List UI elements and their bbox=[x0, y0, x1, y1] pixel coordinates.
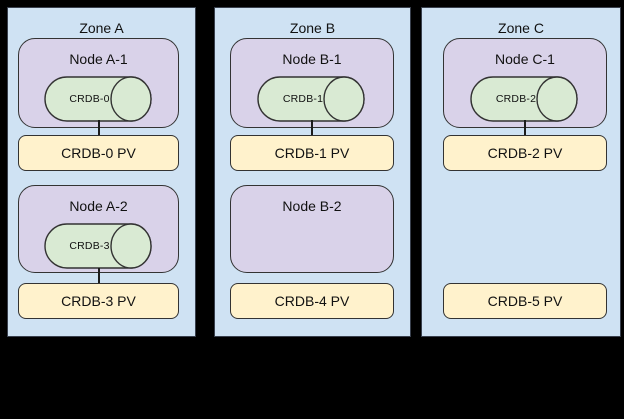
node-a1-label: Node A-1 bbox=[69, 51, 128, 67]
pod-crdb3-label: CRDB-3 bbox=[69, 240, 110, 252]
connector-line bbox=[311, 120, 313, 137]
zone-c-box: Zone C Node C-1 CRDB-2 CRDB-2 PV CRDB-5 … bbox=[421, 7, 621, 337]
database-cylinder-icon: CRDB-2 bbox=[470, 76, 580, 122]
pv-crdb4-label: CRDB-4 PV bbox=[274, 293, 350, 309]
pv-crdb1-label: CRDB-1 PV bbox=[274, 145, 350, 161]
pv-crdb1-box: CRDB-1 PV bbox=[230, 135, 394, 171]
node-c1-box: Node C-1 CRDB-2 bbox=[443, 38, 607, 128]
database-cylinder-icon: CRDB-0 bbox=[43, 76, 154, 122]
connector-line bbox=[524, 120, 526, 137]
pv-crdb3-label: CRDB-3 PV bbox=[61, 293, 136, 309]
pv-crdb0-label: CRDB-0 PV bbox=[61, 145, 136, 161]
pv-crdb2-box: CRDB-2 PV bbox=[443, 135, 607, 171]
node-b1-label: Node B-1 bbox=[282, 51, 342, 67]
zone-a-box: Zone A Node A-1 CRDB-0 CRDB-0 PV Node A-… bbox=[7, 7, 196, 337]
pv-crdb5-box: CRDB-5 PV bbox=[443, 283, 607, 319]
pod-crdb2-label: CRDB-2 bbox=[495, 93, 537, 105]
node-a2-label: Node A-2 bbox=[69, 198, 128, 214]
pod-crdb1-label: CRDB-1 bbox=[282, 93, 324, 105]
database-cylinder-icon: CRDB-3 bbox=[43, 223, 154, 269]
pv-crdb0-box: CRDB-0 PV bbox=[18, 135, 179, 171]
zone-a-title: Zone A bbox=[79, 20, 124, 36]
connector-line bbox=[98, 268, 100, 284]
zone-c-title: Zone C bbox=[498, 20, 544, 36]
node-b2-box: Node B-2 bbox=[230, 185, 394, 273]
pv-crdb3-box: CRDB-3 PV bbox=[18, 283, 179, 319]
node-a2-box: Node A-2 CRDB-3 bbox=[18, 185, 179, 273]
pv-crdb5-label: CRDB-5 PV bbox=[487, 293, 563, 309]
node-c1-label: Node C-1 bbox=[495, 51, 555, 67]
database-cylinder-icon: CRDB-1 bbox=[257, 76, 367, 122]
pv-crdb2-label: CRDB-2 PV bbox=[487, 145, 563, 161]
pod-crdb0-label: CRDB-0 bbox=[69, 93, 110, 105]
zone-b-box: Zone B Node B-1 CRDB-1 CRDB-1 PV Node B-… bbox=[214, 7, 411, 337]
node-b2-label: Node B-2 bbox=[282, 198, 342, 214]
pv-crdb4-box: CRDB-4 PV bbox=[230, 283, 394, 319]
node-b1-box: Node B-1 CRDB-1 bbox=[230, 38, 394, 128]
connector-line bbox=[98, 120, 100, 137]
zone-b-title: Zone B bbox=[289, 20, 336, 36]
node-a1-box: Node A-1 CRDB-0 bbox=[18, 38, 179, 128]
